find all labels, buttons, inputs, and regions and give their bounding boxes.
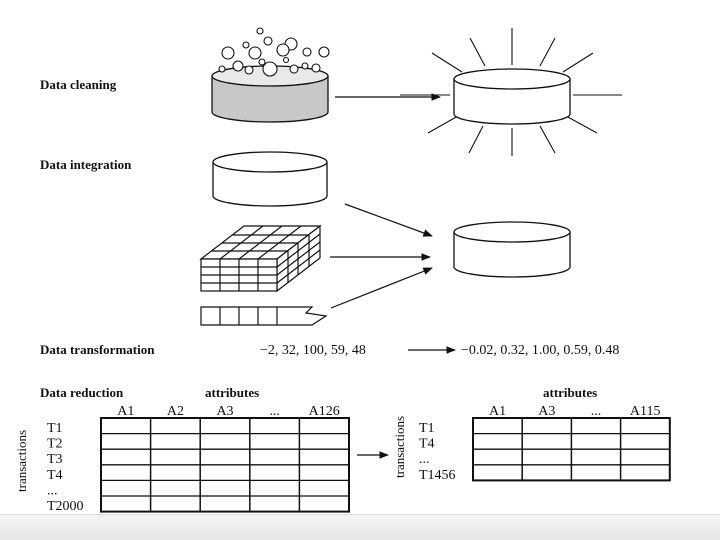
label-data-transformation: Data transformation xyxy=(40,342,155,357)
right-transactions-label: transactions xyxy=(392,416,407,478)
right-column-header: A3 xyxy=(538,404,555,419)
footer-bar xyxy=(0,514,720,540)
right-row-label: T1 xyxy=(419,421,435,436)
integrated-database-icon xyxy=(453,221,571,278)
label-data-cleaning: Data cleaning xyxy=(40,77,117,92)
left-row-label: T2000 xyxy=(47,499,84,514)
flat-file-icon xyxy=(200,306,328,326)
left-row-label: T4 xyxy=(47,468,63,483)
left-column-header: A126 xyxy=(309,404,340,419)
right-row-label: T4 xyxy=(419,437,435,452)
dirty-database-icon xyxy=(211,27,330,123)
database-icon xyxy=(212,151,328,207)
left-row-label: ... xyxy=(47,483,58,498)
left-attributes-label: attributes xyxy=(205,385,259,400)
left-row-label: T2 xyxy=(47,437,63,452)
arrow-icon xyxy=(344,203,433,237)
right-row-label: T1456 xyxy=(419,468,456,483)
right-column-header: A1 xyxy=(489,404,506,419)
data-cube-icon xyxy=(199,224,322,293)
left-column-header: ... xyxy=(269,404,280,419)
right-column-header: A115 xyxy=(630,404,661,419)
left-column-header: A3 xyxy=(216,404,233,419)
label-data-reduction: Data reduction xyxy=(40,385,124,400)
arrow-icon xyxy=(330,267,433,309)
left-transactions-label: transactions xyxy=(14,430,29,492)
label-data-integration: Data integration xyxy=(40,157,132,172)
right-row-label: ... xyxy=(419,452,430,467)
right-attributes-label: attributes xyxy=(543,385,597,400)
left-row-label: T1 xyxy=(47,421,63,436)
left-column-header: A2 xyxy=(167,404,184,419)
left-row-label: T3 xyxy=(47,452,63,467)
clean-database-icon xyxy=(400,28,622,156)
left-column-header: A1 xyxy=(117,404,134,419)
transformation-output: −0.02, 0.32, 1.00, 0.59, 0.48 xyxy=(461,343,619,358)
transformation-input: −2, 32, 100, 59, 48 xyxy=(260,343,366,358)
right-column-header: ... xyxy=(591,404,602,419)
